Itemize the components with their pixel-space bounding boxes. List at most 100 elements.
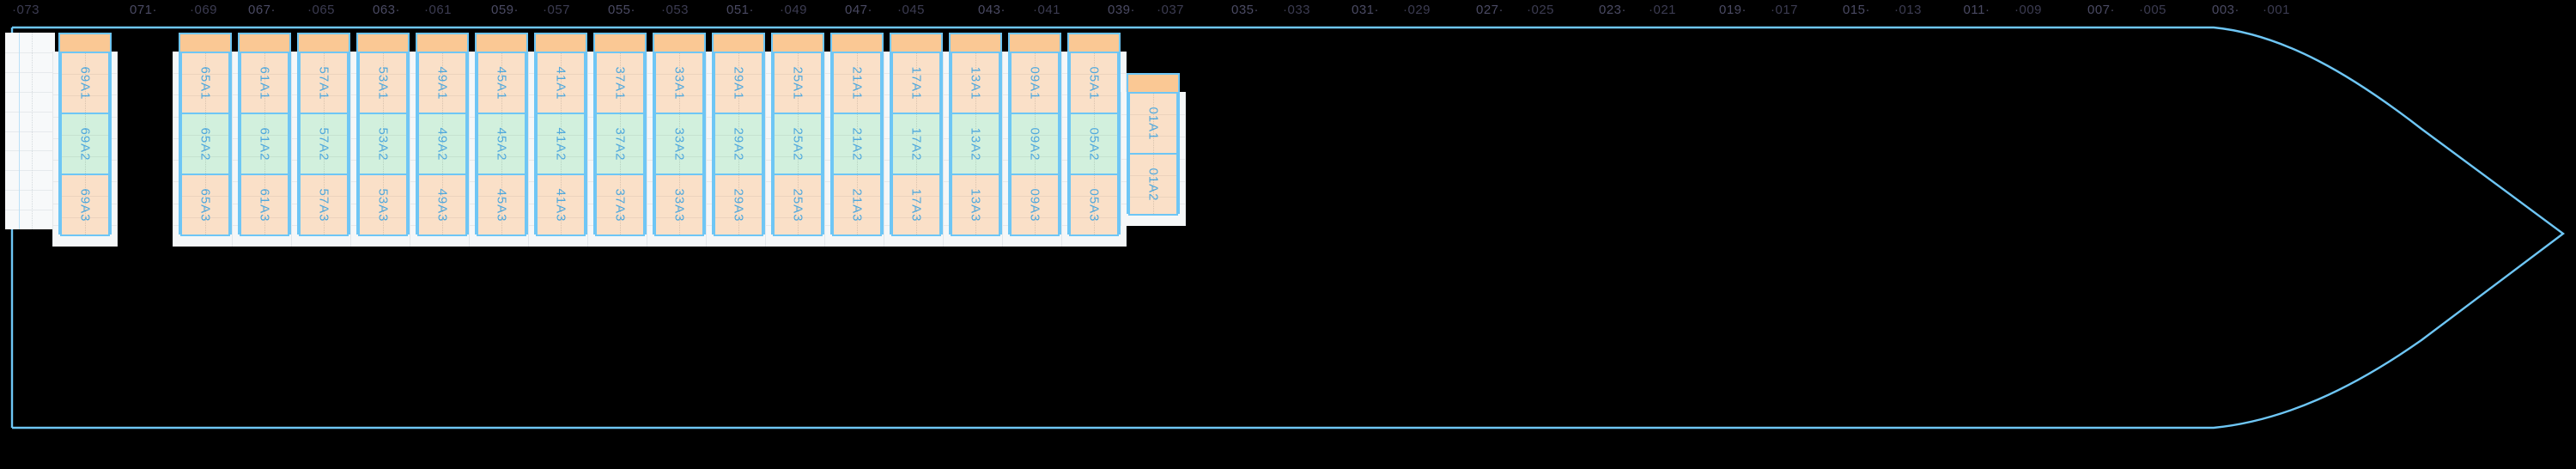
tier-49A3[interactable]: 49A3 [417,174,467,236]
bay-09-deck-header[interactable] [1010,34,1060,53]
tier-33A2[interactable]: 33A2 [654,113,704,175]
tier-label: 61A2 [257,126,272,161]
tier-25A3[interactable]: 25A3 [773,174,823,236]
tier-row-line [360,74,406,75]
tier-01A1[interactable]: 01A1 [1128,92,1178,155]
bay-61[interactable]: 61A1 61A2 61A3 [238,33,291,236]
tier-21A3[interactable]: 21A3 [832,174,882,236]
tier-09A2[interactable]: 09A2 [1010,113,1060,175]
tier-49A2[interactable]: 49A2 [417,113,467,175]
tier-label: 09A1 [1027,65,1042,100]
bay-41-deck-header[interactable] [536,34,586,53]
bay-61-deck-header[interactable] [240,34,289,53]
tier-33A3[interactable]: 33A3 [654,174,704,236]
bay-49-deck-header[interactable] [417,34,467,53]
bay-53-deck-header[interactable] [358,34,408,53]
tier-65A1[interactable]: 65A1 [180,52,230,114]
tier-25A1[interactable]: 25A1 [773,52,823,114]
empty-slot-grid[interactable] [5,33,55,229]
tier-61A2[interactable]: 61A2 [240,113,289,175]
tier-69A1[interactable]: 69A1 [60,52,110,114]
tier-53A1[interactable]: 53A1 [358,52,408,114]
bay-45-deck-header[interactable] [477,34,526,53]
tier-45A3[interactable]: 45A3 [477,174,526,236]
tier-37A1[interactable]: 37A1 [595,52,645,114]
bay-37-deck-header[interactable] [595,34,645,53]
tier-61A1[interactable]: 61A1 [240,52,289,114]
tier-57A1[interactable]: 57A1 [299,52,349,114]
tier-61A3[interactable]: 61A3 [240,174,289,236]
bay-13-deck-header[interactable] [951,34,1000,53]
tier-13A2[interactable]: 13A2 [951,113,1000,175]
bay-17-deck-header[interactable] [891,34,941,53]
tier-17A2[interactable]: 17A2 [891,113,941,175]
tier-13A3[interactable]: 13A3 [951,174,1000,236]
bay-57-deck-header[interactable] [299,34,349,53]
tier-69A2[interactable]: 69A2 [60,113,110,175]
tier-65A3[interactable]: 65A3 [180,174,230,236]
tier-37A3[interactable]: 37A3 [595,174,645,236]
tier-25A2[interactable]: 25A2 [773,113,823,175]
tier-45A2[interactable]: 45A2 [477,113,526,175]
tier-label: 09A3 [1027,187,1042,222]
tier-21A1[interactable]: 21A1 [832,52,882,114]
tier-41A1[interactable]: 41A1 [536,52,586,114]
bay-69-deck-header[interactable] [60,34,110,53]
tier-29A3[interactable]: 29A3 [714,174,763,236]
tier-centre-guide [205,175,206,234]
tier-17A3[interactable]: 17A3 [891,174,941,236]
bay-33-deck-header[interactable] [654,34,704,53]
tier-21A2[interactable]: 21A2 [832,113,882,175]
tier-41A3[interactable]: 41A3 [536,174,586,236]
tier-57A3[interactable]: 57A3 [299,174,349,236]
bay-05-deck-header[interactable] [1069,34,1119,53]
tier-17A1[interactable]: 17A1 [891,52,941,114]
bay-21-deck-header[interactable] [832,34,882,53]
tier-49A1[interactable]: 49A1 [417,52,467,114]
tier-05A3[interactable]: 05A3 [1069,174,1119,236]
tier-65A2[interactable]: 65A2 [180,113,230,175]
tier-53A3[interactable]: 53A3 [358,174,408,236]
tier-29A2[interactable]: 29A2 [714,113,763,175]
tier-45A1[interactable]: 45A1 [477,52,526,114]
tier-29A1[interactable]: 29A1 [714,52,763,114]
tier-05A1[interactable]: 05A1 [1069,52,1119,114]
tier-row-line [893,196,939,197]
bay-25-deck-header[interactable] [773,34,823,53]
tier-13A1[interactable]: 13A1 [951,52,1000,114]
bay-01-deck-header[interactable] [1128,75,1178,94]
tier-09A3[interactable]: 09A3 [1010,174,1060,236]
bay-29-deck-header[interactable] [714,34,763,53]
tier-53A2[interactable]: 53A2 [358,113,408,175]
tier-37A2[interactable]: 37A2 [595,113,645,175]
tier-09A1[interactable]: 09A1 [1010,52,1060,114]
bay-65-deck-header[interactable] [180,34,230,53]
tier-69A3[interactable]: 69A3 [60,174,110,236]
tier-57A2[interactable]: 57A2 [299,113,349,175]
bay-ruler-tick: 051· [726,3,755,17]
tier-41A2[interactable]: 41A2 [536,113,586,175]
tier-05A2[interactable]: 05A2 [1069,113,1119,175]
tier-centre-guide [857,114,858,174]
tier-01A2[interactable]: 01A2 [1128,153,1178,216]
bay-09[interactable]: 09A1 09A2 09A3 [1008,33,1061,236]
grid-row-line [5,150,55,151]
tier-33A1[interactable]: 33A1 [654,52,704,114]
tier-row-line [301,196,347,197]
